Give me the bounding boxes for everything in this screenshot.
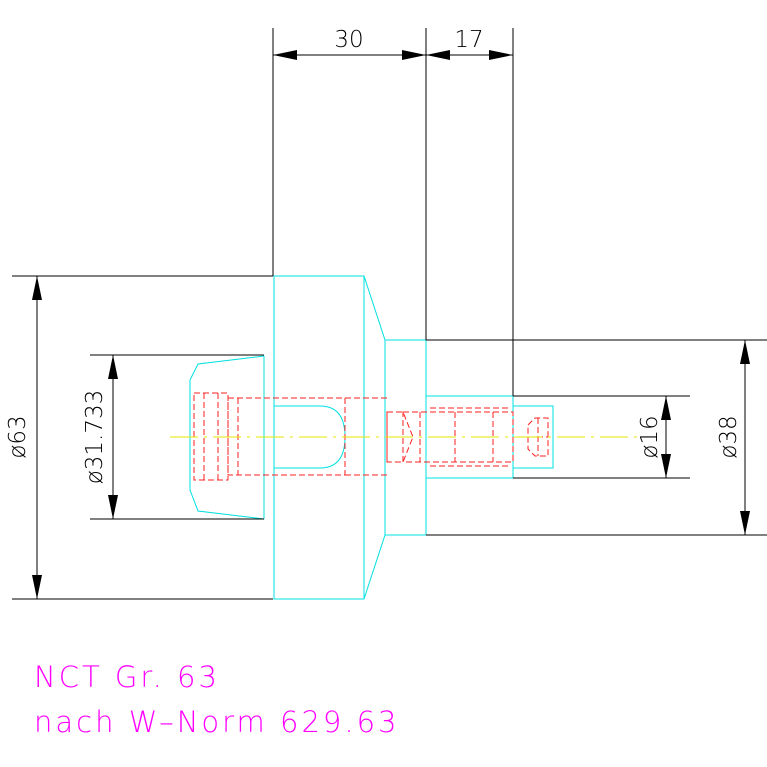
dimension-17: 17 [454,27,483,53]
left-cone-recess [189,355,265,520]
arrowheads [32,50,750,599]
hidden-bore-right [402,411,514,463]
taper-cone-bottom [363,534,386,600]
dimension-30: 30 [334,27,363,53]
dimension-dia-63: ø63 [5,415,31,458]
taper-cone-top [363,275,386,341]
dimension-dia-38: ø38 [716,415,742,458]
title-line-1: NCT Gr. 63 [34,660,220,694]
dimension-dia-31733: ø31.733 [82,390,108,485]
hidden-screw-head [527,417,549,457]
dimension-lines [12,28,767,600]
hidden-bore-mid [227,397,346,476]
dimension-dia-16: ø16 [637,415,663,458]
title-line-2: nach W–Norm 629.63 [34,705,400,739]
